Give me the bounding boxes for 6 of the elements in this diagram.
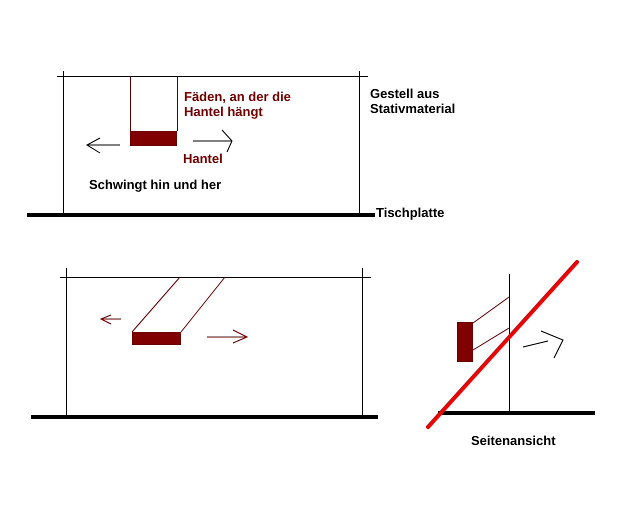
stand-label: Gestell aus Stativmaterial xyxy=(370,86,456,116)
motion-label: Schwingt hin und her xyxy=(89,177,222,192)
dumbbell-label: Hantel xyxy=(183,151,223,166)
side-view-caption: Seitenansicht xyxy=(471,433,556,448)
tabletop-label: Tischplatte xyxy=(376,205,444,220)
thread-label: Fäden, an der die Hantel hängt xyxy=(184,89,292,119)
